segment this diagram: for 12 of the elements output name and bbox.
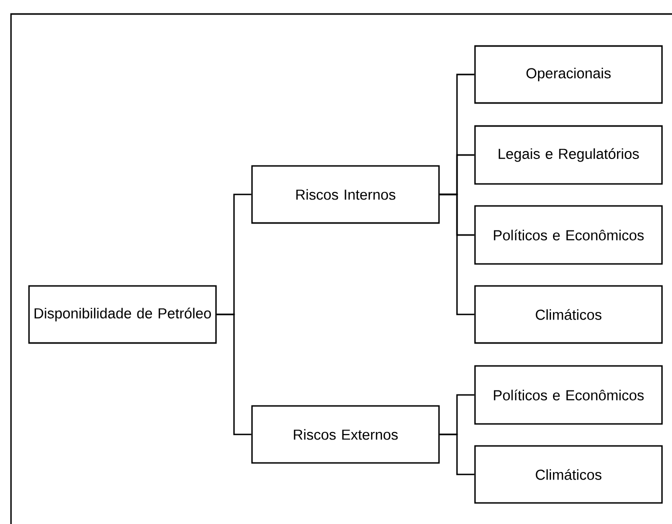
connector-line: [440, 194, 474, 316]
box: Legais e Regulatórios: [474, 125, 663, 185]
connector-line: [216, 314, 252, 436]
connector-line: [440, 434, 474, 476]
box: Operacionais: [474, 45, 663, 104]
box: Disponibilidade de Petróleo: [28, 285, 217, 344]
box: Riscos Internos: [251, 165, 440, 224]
box: Climáticos: [474, 285, 663, 344]
box: Políticos e Econômicos: [474, 205, 663, 265]
box: Políticos e Econômicos: [474, 365, 663, 425]
box: Climáticos: [474, 445, 663, 504]
box: Riscos Externos: [251, 405, 440, 464]
